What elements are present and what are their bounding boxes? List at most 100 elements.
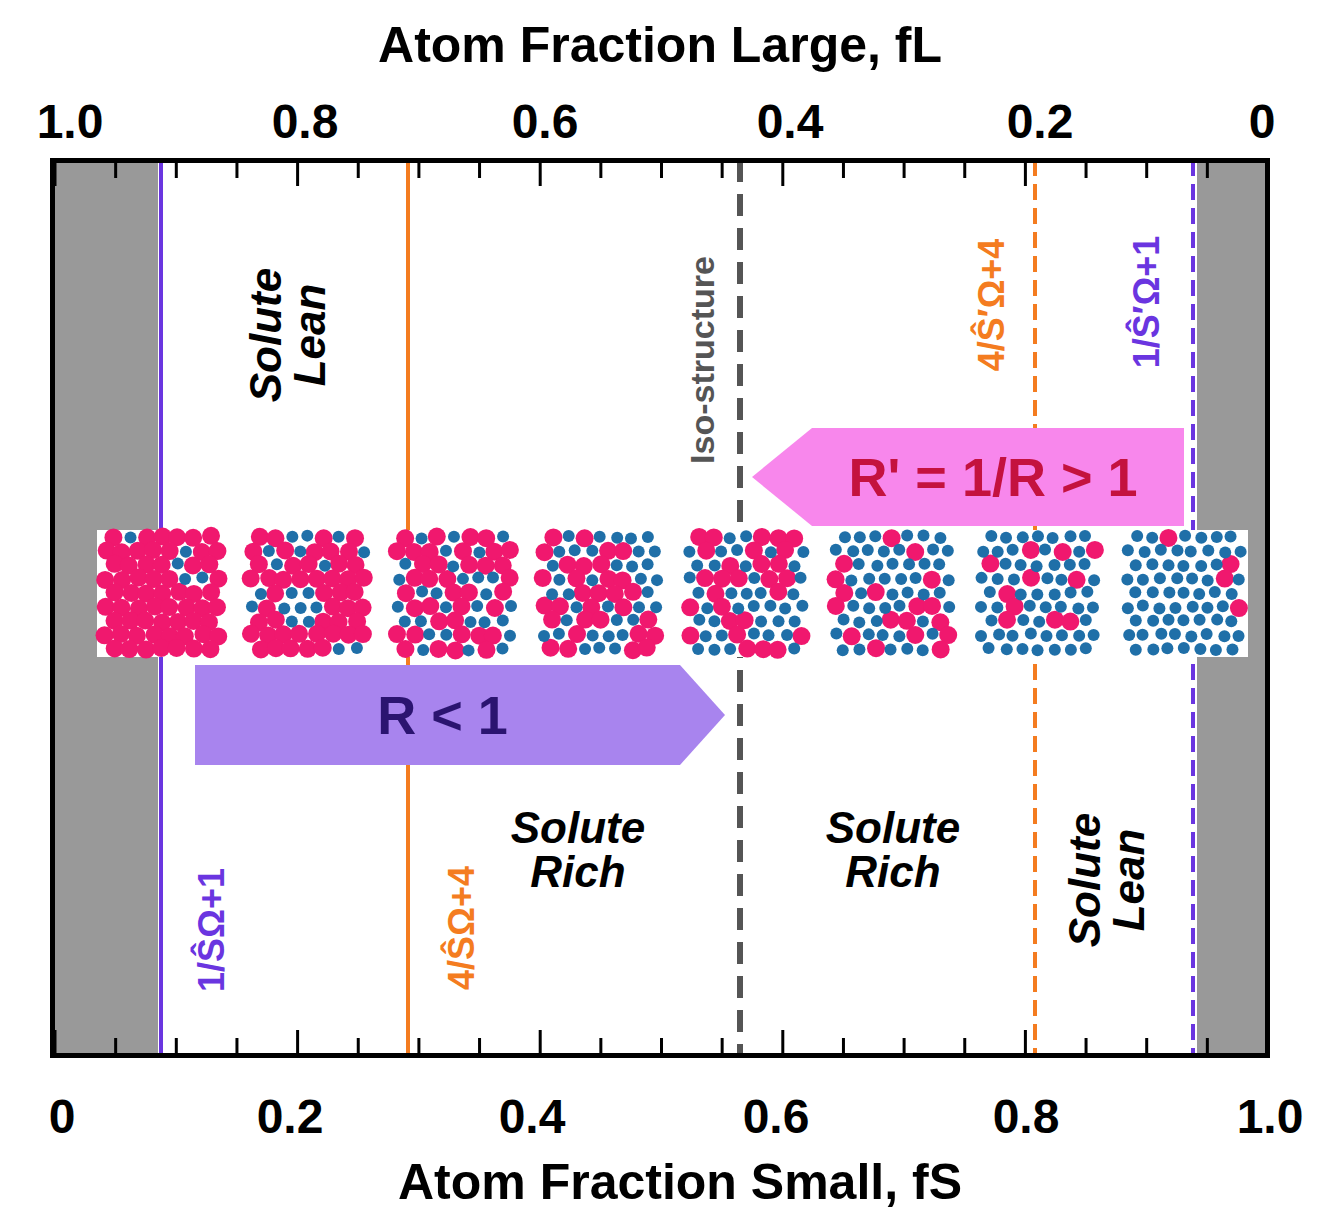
atom	[796, 600, 808, 612]
atom	[985, 615, 997, 627]
atom	[781, 629, 793, 641]
atom	[1216, 570, 1234, 588]
atom	[479, 616, 491, 628]
atom	[201, 640, 219, 658]
arrow-label: R' = 1/R > 1	[849, 446, 1138, 508]
atom	[827, 597, 845, 615]
atom	[837, 644, 849, 656]
atom	[1185, 546, 1197, 558]
atom	[1139, 546, 1151, 558]
atom	[1130, 559, 1142, 571]
atom	[1161, 642, 1173, 654]
atom	[624, 583, 642, 601]
atom	[878, 545, 890, 557]
atom	[1007, 544, 1019, 556]
atom	[464, 616, 476, 628]
atom	[263, 545, 275, 557]
atom	[1230, 599, 1248, 617]
tick-label: 0	[1249, 98, 1276, 146]
atom	[838, 614, 850, 626]
atom	[879, 573, 891, 585]
atom	[457, 573, 469, 585]
atom	[835, 555, 853, 573]
atom	[602, 600, 614, 612]
atom	[1137, 629, 1149, 641]
atom	[587, 630, 599, 642]
atom	[724, 643, 736, 655]
excluded-region	[50, 158, 158, 1058]
region-label: Solute Lean	[1063, 790, 1151, 970]
atom	[592, 611, 610, 629]
atom	[625, 532, 637, 544]
atom	[1055, 574, 1067, 586]
atom	[863, 602, 875, 614]
atom	[738, 640, 756, 658]
atom	[1211, 614, 1223, 626]
atom	[576, 529, 594, 547]
tick	[539, 1030, 542, 1056]
atom	[314, 639, 332, 657]
atom	[1031, 588, 1043, 600]
atom	[917, 616, 929, 628]
atom	[421, 597, 439, 615]
atom	[1186, 572, 1198, 584]
atom	[853, 643, 865, 655]
axis-ticks	[55, 160, 1268, 1056]
atom	[715, 545, 727, 557]
line-label: 4/ŜΩ+4	[444, 866, 480, 990]
atom	[1137, 574, 1149, 586]
atom	[893, 630, 905, 642]
atom	[1185, 630, 1197, 642]
atom	[1000, 532, 1012, 544]
atom	[494, 583, 512, 601]
atom	[553, 546, 565, 558]
atom	[586, 545, 598, 557]
atom	[1024, 600, 1036, 612]
atom	[1123, 629, 1135, 641]
atom	[611, 559, 623, 571]
atom	[871, 615, 883, 627]
atom	[1153, 602, 1165, 614]
tick	[1024, 1030, 1027, 1056]
atom	[333, 643, 345, 655]
atom	[505, 600, 517, 612]
atom	[1015, 588, 1027, 600]
atom	[453, 625, 471, 643]
atom	[681, 627, 699, 645]
atom	[431, 587, 443, 599]
atom	[1171, 572, 1183, 584]
atom	[1146, 532, 1158, 544]
atom-strip	[97, 530, 1248, 657]
atom	[1130, 644, 1142, 656]
atom	[1195, 560, 1207, 572]
atom	[626, 560, 638, 572]
atom	[863, 628, 875, 640]
atom	[351, 642, 363, 654]
atom	[1032, 530, 1044, 542]
atom	[795, 572, 807, 584]
tick	[296, 160, 299, 186]
tick-label: 0.6	[743, 1093, 810, 1141]
atom	[1064, 559, 1076, 571]
atom	[1155, 628, 1167, 640]
atom	[460, 556, 478, 574]
atom	[291, 570, 309, 588]
atom	[1226, 588, 1238, 600]
atom	[430, 612, 448, 630]
atom	[286, 587, 298, 599]
atom	[732, 602, 744, 614]
line-label: 1/Ŝ′Ω+1	[1129, 236, 1165, 369]
atom	[1154, 572, 1166, 584]
atom	[553, 628, 565, 640]
atom	[1131, 530, 1143, 542]
atom	[301, 530, 313, 542]
atom	[1088, 629, 1100, 641]
atom	[416, 532, 428, 544]
atom	[910, 572, 922, 584]
atom	[346, 583, 364, 601]
atom	[1155, 544, 1167, 556]
atom	[765, 546, 777, 558]
atom	[886, 588, 898, 600]
atom	[184, 557, 202, 575]
atom	[855, 587, 867, 599]
